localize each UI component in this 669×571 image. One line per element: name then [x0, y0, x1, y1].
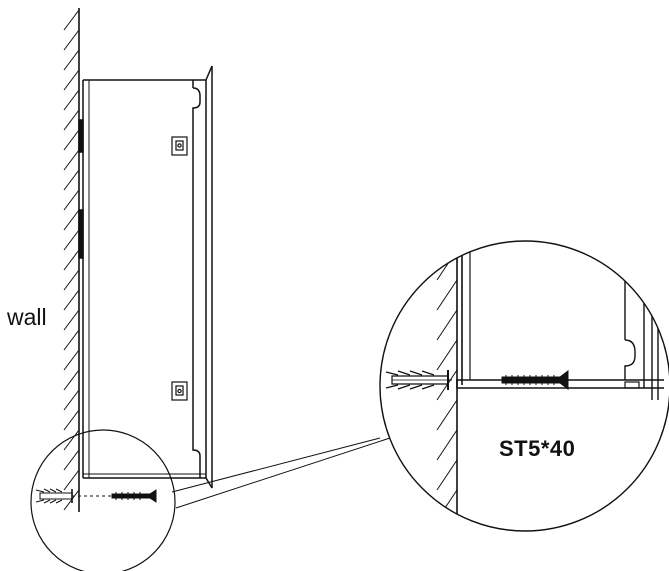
callout-leaders: [171, 437, 391, 509]
mounting-slot-top: [171, 136, 188, 156]
wall-anchor-small: [35, 488, 73, 504]
screw-small: [111, 489, 157, 503]
wall-label: wall: [6, 304, 47, 330]
wall-hatching: [63, 9, 80, 511]
mounting-slot-bottom: [171, 381, 188, 401]
cabinet-side-view: [78, 65, 213, 489]
detail-circle-large: [379, 240, 669, 532]
screw-large: [501, 370, 569, 390]
screw-spec-label: ST5*40: [499, 436, 575, 461]
magnified-detail: [379, 240, 669, 532]
wall: [63, 8, 80, 512]
wall-anchor-large: [385, 370, 449, 390]
detail-circle-small: [30, 429, 176, 571]
